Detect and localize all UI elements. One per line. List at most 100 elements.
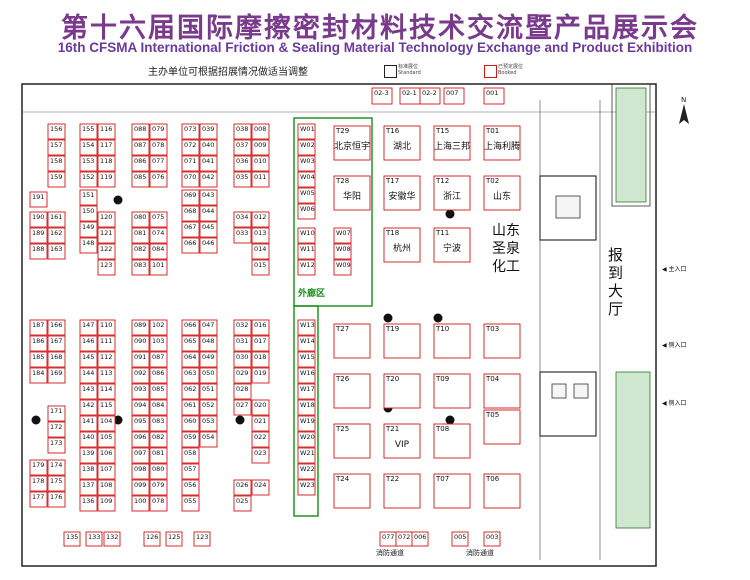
booth-113[interactable]: 113 bbox=[97, 367, 116, 384]
booth-066[interactable]: 066 bbox=[181, 319, 200, 336]
booth-136[interactable]: 136 bbox=[79, 495, 98, 512]
booth-105[interactable]: 105 bbox=[97, 431, 116, 448]
booth-T05[interactable]: T05 bbox=[483, 409, 521, 445]
booth-021[interactable]: 021 bbox=[251, 415, 270, 432]
booth-101[interactable]: 101 bbox=[149, 259, 168, 276]
booth-087[interactable]: 087 bbox=[131, 139, 150, 156]
booth-077[interactable]: 077 bbox=[149, 155, 168, 172]
booth-T06[interactable]: T06 bbox=[483, 473, 521, 509]
booth-028[interactable]: 028 bbox=[233, 383, 252, 400]
booth-153[interactable]: 153 bbox=[79, 155, 98, 172]
booth-072[interactable]: 072 bbox=[181, 139, 200, 156]
booth-100[interactable]: 100 bbox=[131, 495, 150, 512]
booth-080b[interactable]: 080 bbox=[149, 463, 168, 480]
booth-015[interactable]: 015 bbox=[251, 259, 270, 276]
booth-060[interactable]: 060 bbox=[181, 415, 200, 432]
booth-171[interactable]: 171 bbox=[47, 405, 66, 422]
booth-186[interactable]: 186 bbox=[29, 335, 48, 352]
booth-154[interactable]: 154 bbox=[79, 139, 98, 156]
booth-095[interactable]: 095 bbox=[131, 415, 150, 432]
booth-048[interactable]: 048 bbox=[199, 335, 218, 352]
booth-008[interactable]: 008 bbox=[251, 123, 270, 140]
booth-084[interactable]: 084 bbox=[149, 243, 168, 260]
booth-085b[interactable]: 085 bbox=[149, 383, 168, 400]
booth-114[interactable]: 114 bbox=[97, 383, 116, 400]
booth-035[interactable]: 035 bbox=[233, 171, 252, 188]
booth-172[interactable]: 172 bbox=[47, 421, 66, 438]
booth-061[interactable]: 061 bbox=[181, 399, 200, 416]
booth-T27[interactable]: T27 bbox=[333, 323, 371, 359]
booth-163[interactable]: 163 bbox=[47, 243, 66, 260]
booth-137[interactable]: 137 bbox=[79, 479, 98, 496]
booth-185[interactable]: 185 bbox=[29, 351, 48, 368]
booth-027[interactable]: 027 bbox=[233, 399, 252, 416]
booth-022[interactable]: 022 bbox=[251, 431, 270, 448]
booth-175[interactable]: 175 bbox=[47, 475, 66, 492]
booth-W06[interactable]: W06 bbox=[297, 203, 316, 220]
booth-036[interactable]: 036 bbox=[233, 155, 252, 172]
booth-187[interactable]: 187 bbox=[29, 319, 48, 336]
booth-149[interactable]: 149 bbox=[79, 221, 98, 238]
booth-078[interactable]: 078 bbox=[149, 139, 168, 156]
booth-005[interactable]: 005 bbox=[451, 531, 469, 547]
booth-W04[interactable]: W04 bbox=[297, 171, 316, 188]
booth-107[interactable]: 107 bbox=[97, 463, 116, 480]
booth-148[interactable]: 148 bbox=[79, 237, 98, 254]
booth-103[interactable]: 103 bbox=[149, 335, 168, 352]
booth-063[interactable]: 063 bbox=[181, 367, 200, 384]
booth-068[interactable]: 068 bbox=[181, 205, 200, 222]
booth-162[interactable]: 162 bbox=[47, 227, 66, 244]
booth-W13[interactable]: W13 bbox=[297, 319, 316, 336]
booth-043[interactable]: 043 bbox=[199, 189, 218, 206]
booth-123[interactable]: 123 bbox=[97, 259, 116, 276]
booth-T07[interactable]: T07 bbox=[433, 473, 471, 509]
booth-151[interactable]: 151 bbox=[79, 189, 98, 206]
booth-006[interactable]: 006 bbox=[411, 531, 429, 547]
booth-058[interactable]: 058 bbox=[181, 447, 200, 464]
booth-150[interactable]: 150 bbox=[79, 205, 98, 222]
booth-016[interactable]: 016 bbox=[251, 319, 270, 336]
booth-084b[interactable]: 084 bbox=[149, 399, 168, 416]
booth-W01[interactable]: W01 bbox=[297, 123, 316, 140]
booth-T20[interactable]: T20 bbox=[383, 373, 421, 409]
booth-116[interactable]: 116 bbox=[97, 123, 116, 140]
booth-173[interactable]: 173 bbox=[47, 437, 66, 454]
booth-121[interactable]: 121 bbox=[97, 227, 116, 244]
booth-123[interactable]: 123 bbox=[193, 531, 211, 547]
booth-T19[interactable]: T19 bbox=[383, 323, 421, 359]
booth-044[interactable]: 044 bbox=[199, 205, 218, 222]
booth-155[interactable]: 155 bbox=[79, 123, 98, 140]
booth-02-3[interactable]: 02-3 bbox=[371, 87, 393, 105]
booth-083[interactable]: 083 bbox=[131, 259, 150, 276]
booth-112[interactable]: 112 bbox=[97, 351, 116, 368]
booth-W18[interactable]: W18 bbox=[297, 399, 316, 416]
booth-096[interactable]: 096 bbox=[131, 431, 150, 448]
booth-174[interactable]: 174 bbox=[47, 459, 66, 476]
booth-138[interactable]: 138 bbox=[79, 463, 98, 480]
booth-087b[interactable]: 087 bbox=[149, 351, 168, 368]
booth-140[interactable]: 140 bbox=[79, 431, 98, 448]
booth-079[interactable]: 079 bbox=[149, 123, 168, 140]
booth-184[interactable]: 184 bbox=[29, 367, 48, 384]
booth-059[interactable]: 059 bbox=[181, 431, 200, 448]
booth-045[interactable]: 045 bbox=[199, 221, 218, 238]
booth-010[interactable]: 010 bbox=[251, 155, 270, 172]
booth-W20[interactable]: W20 bbox=[297, 431, 316, 448]
booth-W22[interactable]: W22 bbox=[297, 463, 316, 480]
booth-177[interactable]: 177 bbox=[29, 491, 48, 508]
booth-039[interactable]: 039 bbox=[199, 123, 218, 140]
booth-088[interactable]: 088 bbox=[131, 123, 150, 140]
booth-W15[interactable]: W15 bbox=[297, 351, 316, 368]
booth-081[interactable]: 081 bbox=[131, 227, 150, 244]
booth-W16[interactable]: W16 bbox=[297, 367, 316, 384]
booth-159[interactable]: 159 bbox=[47, 171, 66, 188]
booth-078b[interactable]: 078 bbox=[149, 495, 168, 512]
booth-110[interactable]: 110 bbox=[97, 319, 116, 336]
booth-098[interactable]: 098 bbox=[131, 463, 150, 480]
booth-019[interactable]: 019 bbox=[251, 367, 270, 384]
